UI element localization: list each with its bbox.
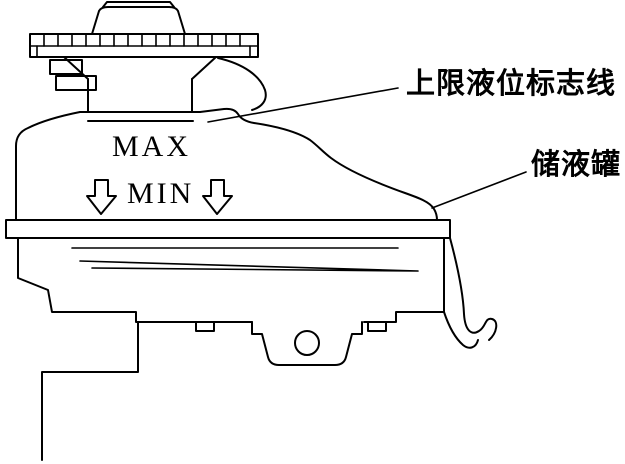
mounting-plate [41,321,139,461]
overflow-spout [217,57,267,111]
leader-line-upper-limit [207,87,399,123]
reservoir-label: 储液罐 [531,148,621,181]
max-label: MAX [112,130,191,163]
cap-knob-body [91,6,186,35]
cylinder-flange [5,219,451,239]
master-cylinder-body [5,219,498,461]
mounting-bracket [251,321,363,366]
cylinder-left-profile [17,237,253,323]
leader-line-reservoir [431,171,527,209]
cylinder-tab-right [367,321,387,332]
right-break-line [449,237,498,341]
cylinder-detail-wedge [79,260,419,272]
filler-neck [87,78,193,113]
reservoir-right-outline [199,107,438,221]
reservoir-left-outline [15,111,81,221]
cap-knob [102,1,175,8]
cap-serration [29,33,259,58]
mounting-hole [294,330,320,356]
upper-limit-label: 上限液位标志线 [406,66,616,100]
right-break-line-inner [443,311,479,349]
cap-skirt [63,56,217,80]
reservoir-cap [29,1,267,122]
down-arrow-right-icon [202,179,233,215]
min-label: MIN [127,177,194,210]
reservoir-body [15,107,438,221]
down-arrow-left-icon [86,179,117,215]
cylinder-tab-left [195,321,215,332]
cylinder-right-profile [363,237,445,323]
